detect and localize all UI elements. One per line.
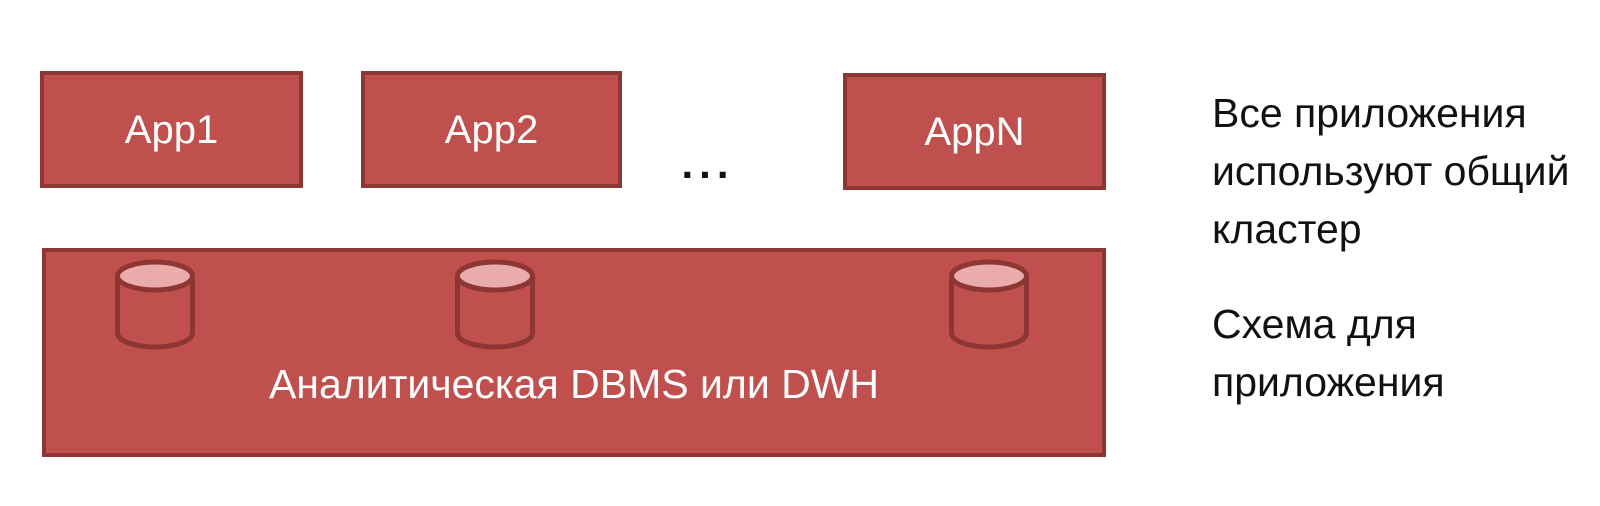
caption-shared-cluster: Все приложения используют общий кластер <box>1212 90 1570 252</box>
app1-box: App1 <box>40 71 303 188</box>
caption-schema-per-app: Схема для приложения <box>1212 301 1445 405</box>
cluster-label: Аналитическая DBMS или DWH <box>268 361 880 407</box>
appN-label: AppN <box>924 109 1025 154</box>
appN-box: AppN <box>843 73 1106 190</box>
database-cylinder-icon <box>949 259 1029 350</box>
app2-box: App2 <box>361 71 622 188</box>
database-cylinder-icon <box>455 259 535 350</box>
analytic-dbms-cluster-box: Аналитическая DBMS или DWH <box>42 248 1106 457</box>
app2-label: App2 <box>444 107 539 152</box>
app1-label: App1 <box>124 107 219 152</box>
database-cylinder-icon <box>115 259 195 350</box>
ellipsis-text: ... <box>681 140 735 187</box>
